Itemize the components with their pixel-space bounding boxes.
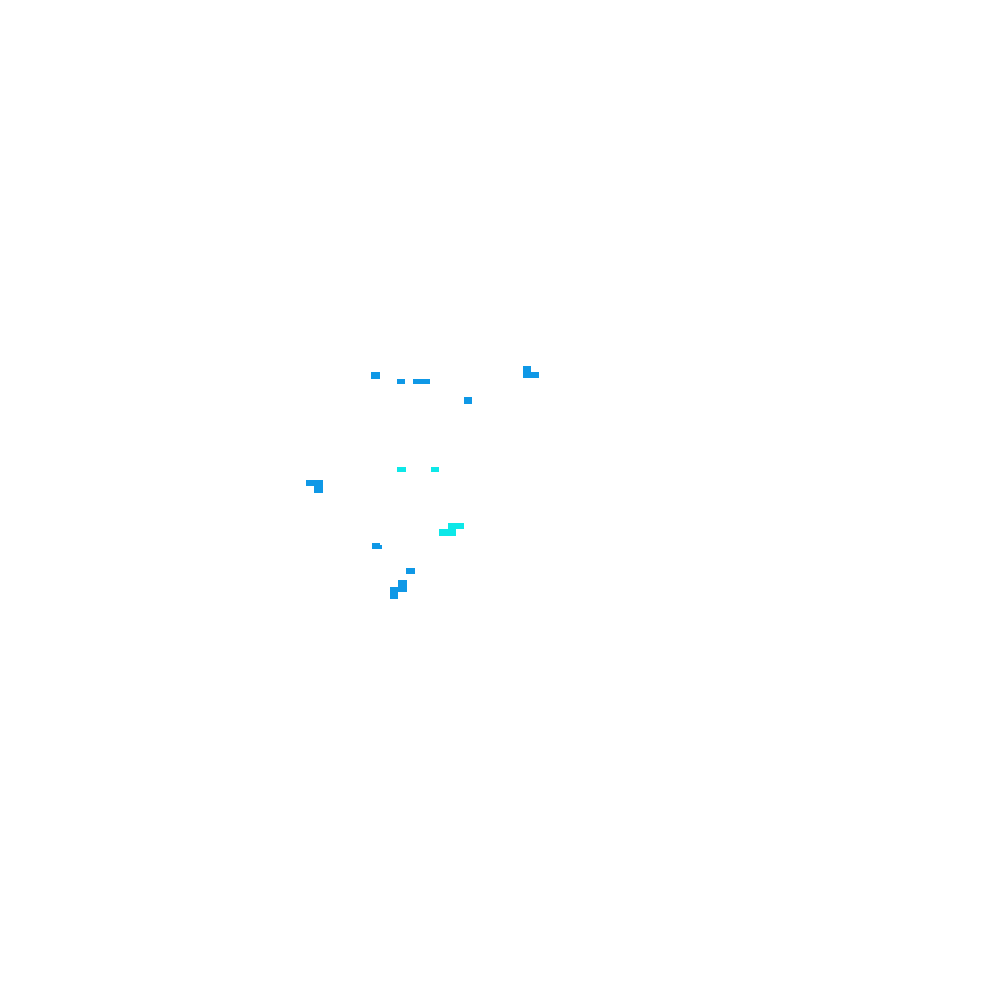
fragment-12-pixel: [390, 587, 398, 599]
fragment-1-pixel: [371, 372, 380, 379]
fragment-11: [406, 568, 415, 574]
fragment-9-pixel: [439, 529, 456, 536]
fragment-7: [431, 467, 439, 472]
fragment-6-pixel: [397, 467, 406, 472]
fragment-11-pixel: [406, 568, 415, 574]
fragment-7-pixel: [431, 467, 439, 472]
fragment-4: [523, 366, 539, 378]
fragment-9: [439, 523, 464, 536]
fragment-4-pixel: [523, 366, 531, 378]
fragment-1: [371, 372, 380, 379]
fragment-10-pixel: [372, 543, 380, 545]
fragment-9-pixel: [448, 523, 464, 529]
fragment-12-pixel: [398, 580, 407, 592]
fragment-3-pixel: [413, 379, 430, 384]
fragment-8-pixel: [306, 480, 323, 486]
fragment-5: [464, 397, 472, 404]
fragment-12: [390, 580, 407, 599]
fragment-4-pixel: [531, 372, 539, 378]
fragment-2: [397, 379, 405, 384]
fragment-2-pixel: [397, 379, 405, 384]
fragment-5-pixel: [464, 397, 472, 404]
fragment-6: [397, 467, 406, 472]
fragment-3: [413, 379, 430, 384]
fragment-8: [306, 480, 323, 493]
fragment-8-pixel: [314, 486, 323, 493]
fragment-10: [372, 543, 382, 549]
fragment-10-pixel: [372, 545, 382, 549]
